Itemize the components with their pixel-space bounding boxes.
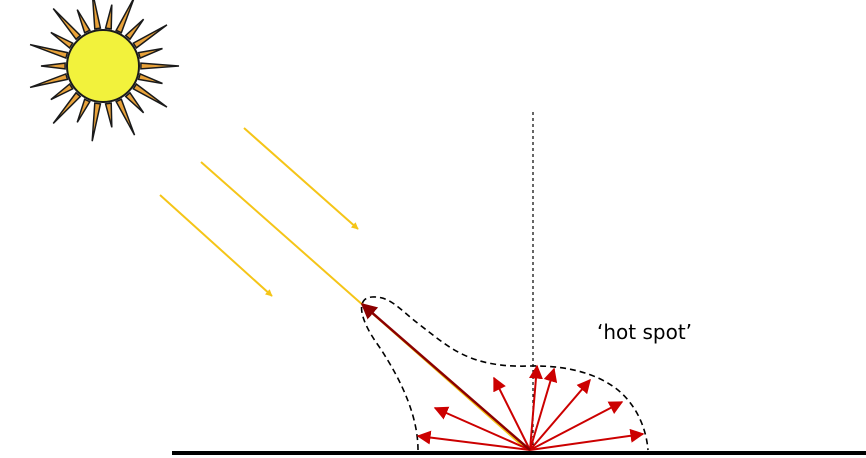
- backscatter-ray: [360, 302, 531, 451]
- sun-ray: [124, 91, 145, 114]
- scattered-ray: [416, 430, 531, 451]
- incident-ray-1: [243, 127, 359, 230]
- sun-ray: [52, 91, 82, 124]
- sun-ray: [76, 98, 91, 123]
- hot-spot-label: ‘hot spot’: [597, 320, 692, 344]
- incident-rays: [159, 127, 528, 451]
- sun-ray: [137, 47, 163, 60]
- sun-ray: [132, 24, 168, 49]
- sun-ray: [29, 72, 69, 89]
- sun-ray: [50, 31, 74, 50]
- scattered-ray: [529, 367, 558, 451]
- sun-ray: [50, 82, 74, 101]
- sun-ray: [104, 102, 113, 128]
- sun-ray: [140, 62, 180, 70]
- sun-ray: [76, 9, 91, 34]
- scattered-ray: [529, 428, 645, 451]
- sun-ray: [115, 0, 135, 34]
- sun-ray: [137, 72, 163, 85]
- sun-ray: [104, 4, 113, 30]
- sun-ray: [115, 98, 136, 136]
- sun-rays: [29, 0, 180, 142]
- sun-ray: [29, 43, 69, 60]
- scattered-ray: [529, 378, 591, 451]
- sun-ray: [132, 83, 168, 108]
- scattered-ray: [493, 376, 531, 451]
- scattered-ray: [529, 401, 624, 451]
- sun-ray: [92, 0, 102, 30]
- scattered-rays: [360, 302, 645, 451]
- sun-ray: [40, 62, 66, 70]
- sun-ray: [52, 8, 82, 41]
- incident-ray-2: [159, 194, 273, 297]
- scattered-ray: [433, 406, 531, 451]
- sun-icon: [29, 0, 180, 142]
- reflectance-lobe: [360, 296, 649, 451]
- sun-ray: [91, 102, 102, 142]
- sun-ray: [124, 18, 145, 41]
- sun-disc: [66, 29, 140, 103]
- scattered-ray: [528, 364, 543, 451]
